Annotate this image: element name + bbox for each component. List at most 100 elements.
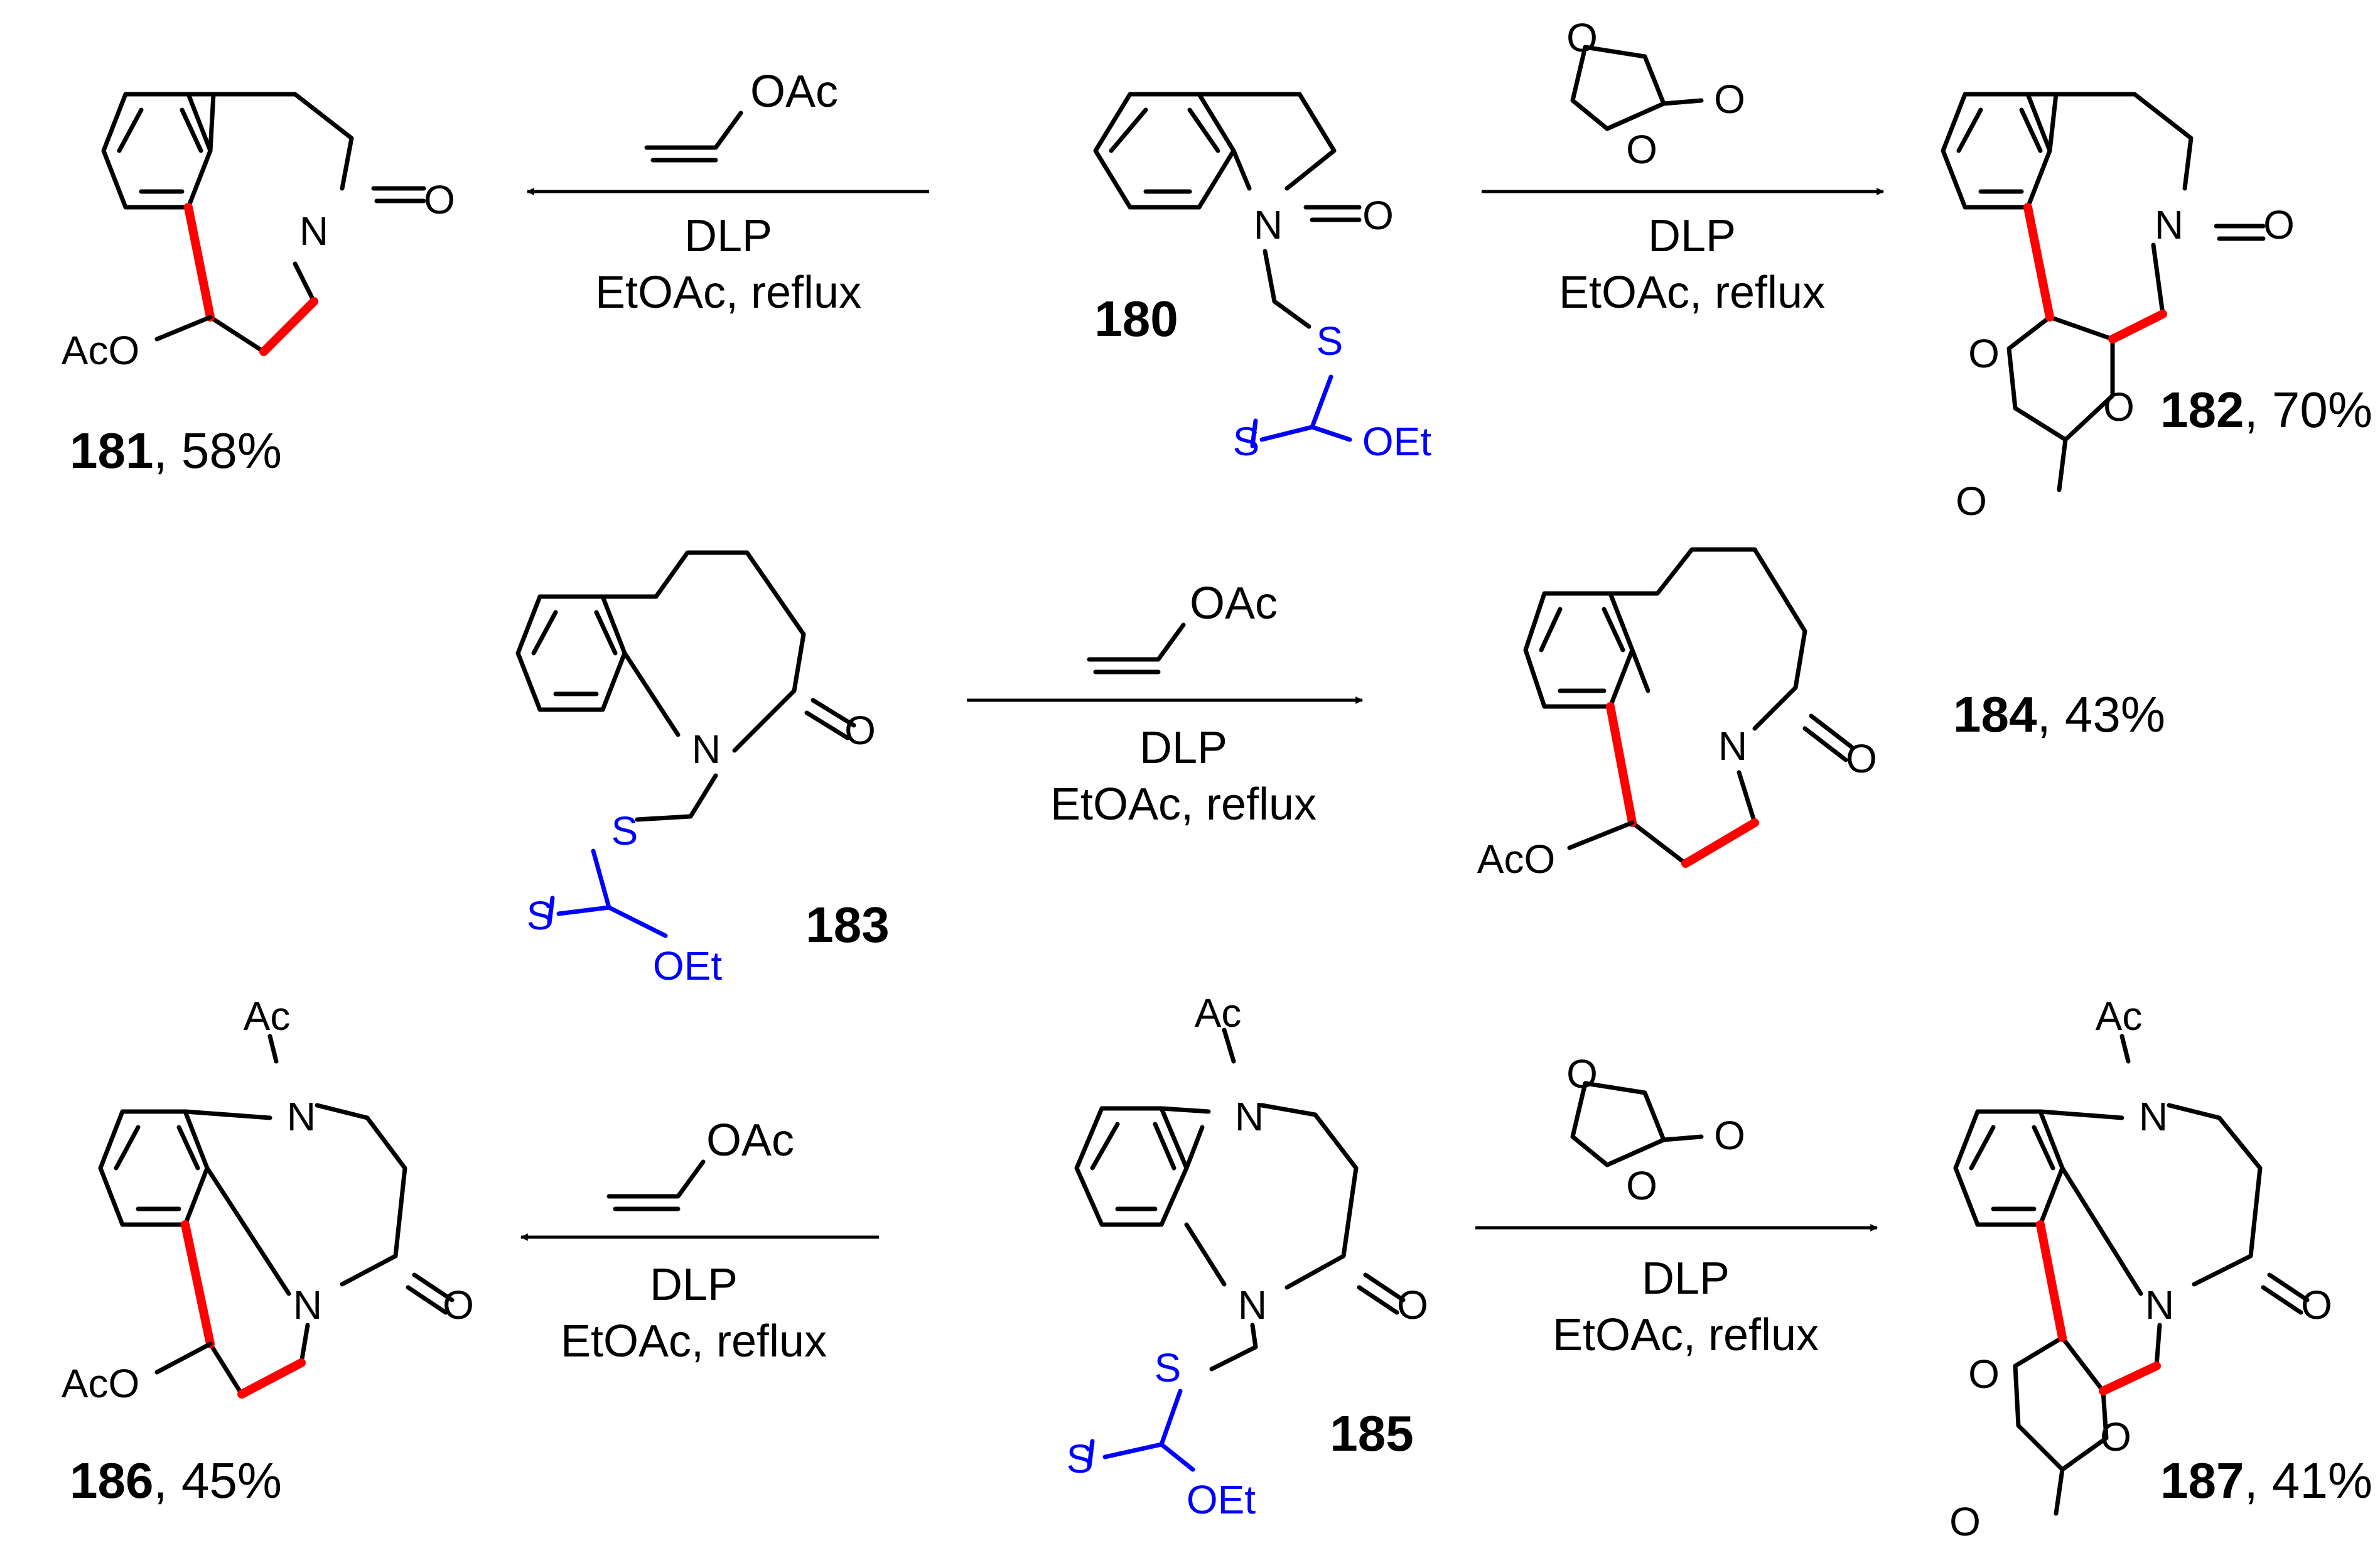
o-atom: O: [1846, 736, 1877, 781]
compound-183: N O S S OEt 183: [515, 550, 890, 988]
svg-text:184, 43%: 184, 43%: [1953, 686, 2165, 742]
new-bond-181-aryl: [184, 203, 215, 322]
compound-184: N O AcO 184, 43%: [1477, 547, 2165, 882]
vc-carbonyl-o: O: [1714, 1113, 1745, 1158]
solvent-label: EtOAc, reflux: [595, 268, 861, 318]
o-atom: O: [844, 708, 876, 753]
new-bond-186-ring: [237, 1358, 306, 1399]
svg-text:182, 70%: 182, 70%: [2160, 382, 2372, 438]
reaction-arrow-180-to-182: O O O DLP EtOAc, reflux: [1482, 15, 1885, 318]
compound-182-number: 182: [2160, 382, 2244, 438]
n-atom-top: N: [287, 1094, 316, 1139]
new-bond-187-ring: [2099, 1362, 2161, 1395]
xanthate-group: [547, 848, 668, 938]
new-bond-182-aryl: [2023, 203, 2054, 322]
oet-group: OEt: [1362, 419, 1431, 464]
vinyl-acetate-label: OAc: [706, 1115, 794, 1166]
solvent-label: EtOAc, reflux: [561, 1316, 827, 1367]
ac-group: Ac: [2096, 993, 2143, 1039]
n-atom: N: [2155, 202, 2183, 247]
n-atom-bottom: N: [293, 1282, 322, 1328]
aco-group: AcO: [62, 328, 139, 373]
n-atom-bottom: N: [2145, 1282, 2174, 1328]
dlp-label: DLP: [1642, 1253, 1730, 1304]
n-atom-top: N: [2139, 1094, 2168, 1139]
s-atom: S: [1155, 1345, 1182, 1390]
compound-180: N O S S OEt 180: [1093, 92, 1431, 464]
thione-s-atom: S: [1233, 419, 1260, 464]
svg-text:186, 45%: 186, 45%: [70, 1453, 282, 1508]
compound-186: Ac N N O AcO 186, 45%: [62, 993, 474, 1508]
carbonate-o-right: O: [2100, 1414, 2131, 1459]
compound-187-yield: , 41%: [2244, 1453, 2372, 1508]
xanthate-group: [1087, 1389, 1195, 1472]
o-atom: O: [443, 1282, 474, 1328]
thione-s-atom: S: [527, 893, 554, 938]
vinylene-carbonate-structure: [1570, 45, 1704, 131]
o-atom: O: [2263, 202, 2295, 247]
compound-181-number: 181: [70, 423, 153, 479]
reaction-arrow-185-to-186: OAc DLP EtOAc, reflux: [520, 1115, 879, 1367]
dlp-label: DLP: [684, 211, 772, 261]
n-atom: N: [1718, 723, 1747, 769]
o-atom: O: [424, 177, 455, 222]
compound-183-number: 183: [805, 897, 889, 953]
o-atom: O: [1397, 1282, 1428, 1328]
vinyl-acetate-label: OAc: [750, 67, 838, 117]
vinylene-carbonate-structure: [1570, 1081, 1704, 1167]
compound-186-number: 186: [70, 1453, 153, 1508]
thione-s-atom: S: [1067, 1436, 1094, 1481]
carbonate-carbonyl-o: O: [1956, 479, 1987, 524]
solvent-label: EtOAc, reflux: [1050, 779, 1317, 830]
vinyl-acetate-structure: [644, 111, 743, 163]
dlp-label: DLP: [650, 1260, 738, 1310]
carbonate-o-left: O: [1968, 331, 2000, 376]
carbonate-carbonyl-o: O: [1949, 1499, 1981, 1543]
compound-182-yield: , 70%: [2244, 382, 2372, 438]
ac-group: Ac: [1195, 990, 1242, 1036]
reaction-arrow-180-to-181: OAc DLP EtOAc, reflux: [526, 67, 929, 318]
dlp-label: DLP: [1648, 211, 1736, 261]
xanthate-group: [1250, 374, 1352, 448]
compound-187: Ac N N O O O O 187, 41%: [1949, 993, 2372, 1543]
oet-group: OEt: [1187, 1477, 1256, 1522]
s-atom: S: [1317, 318, 1343, 364]
n-atom: N: [299, 208, 328, 254]
compound-180-number: 180: [1094, 291, 1178, 347]
compound-181-yield: , 58%: [153, 423, 282, 479]
o-atom: O: [2301, 1282, 2332, 1328]
reaction-arrow-183-to-184: OAc DLP EtOAc, reflux: [967, 578, 1364, 830]
solvent-label: EtOAc, reflux: [1559, 268, 1825, 318]
new-bond-186-aryl: [181, 1220, 215, 1348]
new-bond-182-ring: [2108, 310, 2167, 344]
vinyl-acetate-structure: [1087, 622, 1186, 674]
compound-181: N O AcO 181, 58%: [62, 92, 455, 479]
reaction-arrow-185-to-187: O O O DLP EtOAc, reflux: [1475, 1051, 1878, 1360]
new-bond-181-ring: [259, 297, 318, 356]
compound-187-number: 187: [2160, 1453, 2244, 1508]
compound-182: N O O O O 182, 70%: [1941, 92, 2372, 524]
vc-ring-o-top: O: [1566, 1051, 1598, 1096]
aco-group: AcO: [1477, 836, 1555, 882]
new-bond-187-aryl: [2036, 1220, 2067, 1342]
compound-184-number: 184: [1953, 686, 2037, 742]
vc-ring-o-top: O: [1566, 15, 1598, 60]
new-bond-184-aryl: [1606, 702, 1637, 827]
vc-ring-o-bottom: O: [1626, 1163, 1657, 1208]
svg-text:187, 41%: 187, 41%: [2160, 1453, 2372, 1508]
n-atom-top: N: [1235, 1094, 1264, 1139]
compound-184-yield: , 43%: [2037, 686, 2165, 742]
n-atom: N: [1254, 202, 1283, 247]
n-atom: N: [692, 727, 721, 772]
oet-group: OEt: [653, 943, 722, 988]
s-atom: S: [611, 808, 638, 853]
carbonate-o-left: O: [1968, 1351, 2000, 1397]
aco-group: AcO: [62, 1361, 139, 1406]
vinyl-acetate-structure: [606, 1159, 706, 1211]
n-atom-bottom: N: [1238, 1282, 1267, 1328]
compound-185-number: 185: [1330, 1405, 1413, 1461]
vc-carbonyl-o: O: [1714, 77, 1745, 122]
new-bond-184-ring: [1681, 818, 1759, 868]
ac-group: Ac: [244, 993, 291, 1039]
